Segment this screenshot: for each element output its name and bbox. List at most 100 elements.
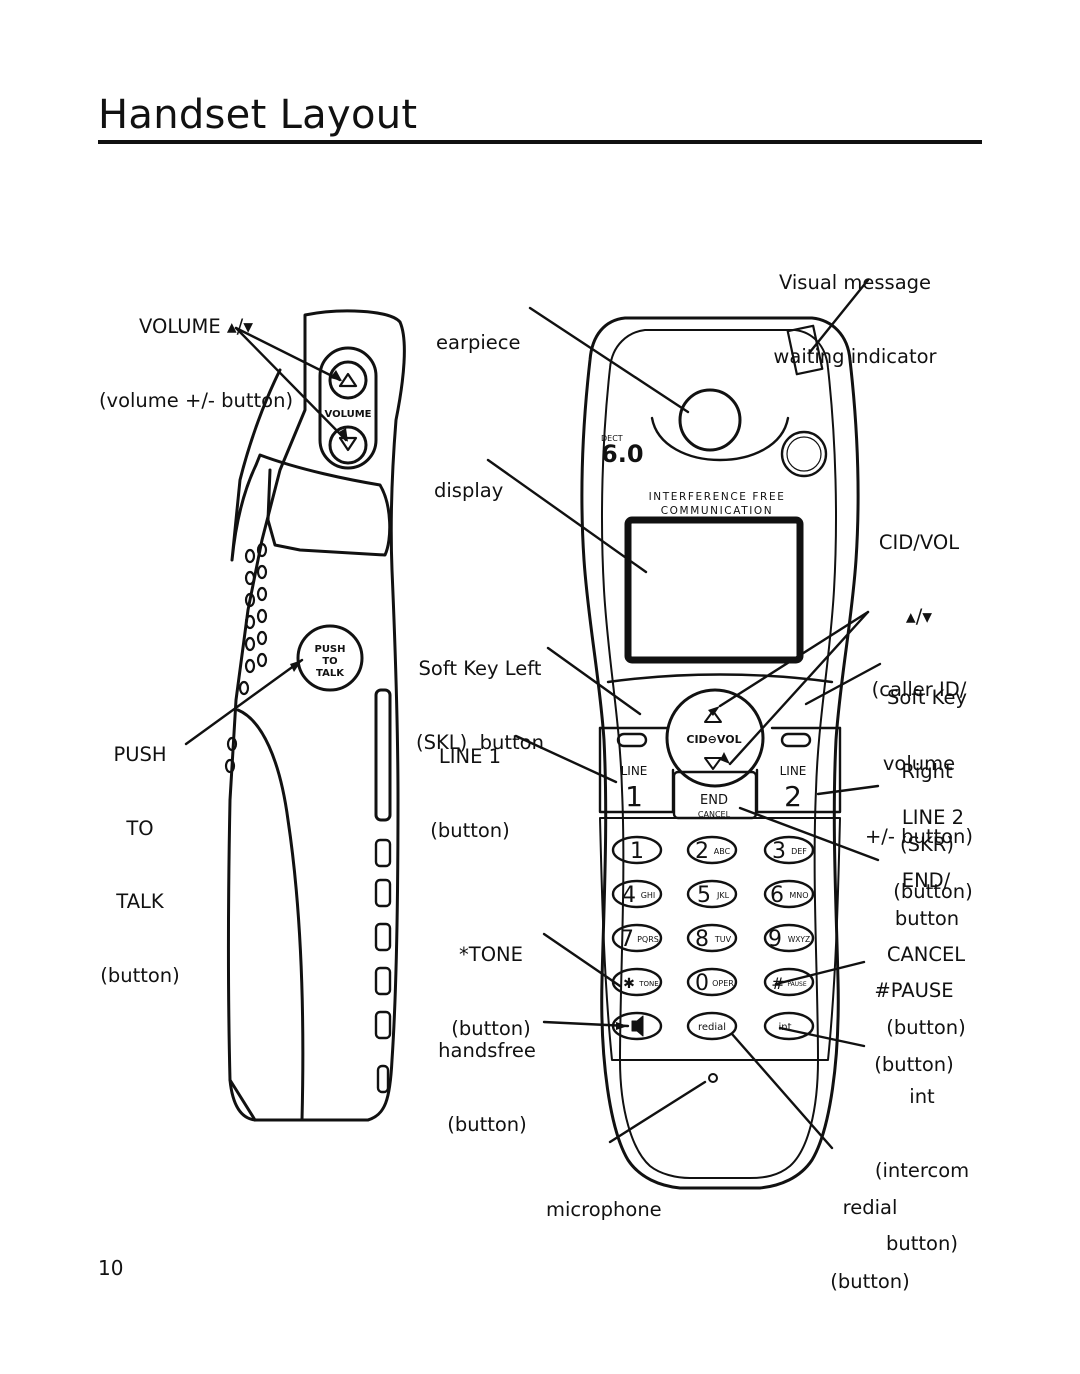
side-rail xyxy=(374,688,392,822)
volume-up-triangle xyxy=(338,372,358,388)
cidvol-label: CID/VOL ▴/▾ (caller ID/ volume +/- butto… xyxy=(858,482,980,874)
key-7-letters: PQRS xyxy=(637,935,659,944)
keypad-region xyxy=(599,817,841,1061)
upper-panel-line xyxy=(606,673,834,684)
volume-down-key xyxy=(328,425,368,465)
line2-label-line1: LINE 2 xyxy=(901,806,965,829)
skr-key xyxy=(780,732,812,748)
redial-label-line2: (button) xyxy=(830,1269,910,1293)
end-cancel-label: END/ CANCEL (button) xyxy=(876,820,976,1065)
key-2-digit: 2 xyxy=(695,839,709,864)
ptt-label-line4: (button) xyxy=(100,963,180,987)
earpiece-label: earpiece xyxy=(436,331,521,354)
line-right-num: 2 xyxy=(784,780,802,813)
ge-logo xyxy=(780,430,828,478)
skr-label-line1: Soft Key xyxy=(886,686,968,709)
nav-down-triangle xyxy=(704,757,722,770)
brand-line1: INTERFERENCE FREE xyxy=(649,491,786,503)
key-2-letters: ABC xyxy=(714,847,731,856)
pause-label-line1: #PAUSE xyxy=(874,979,954,1002)
end-text: END xyxy=(700,793,728,808)
key-8-digit: 8 xyxy=(695,927,709,952)
cancel-text: CANCEL xyxy=(698,810,731,819)
vmwi-label-line1: Visual message xyxy=(778,271,932,294)
page-title: Handset Layout xyxy=(98,92,418,138)
key-3-letters: DEF xyxy=(791,847,807,856)
key-int-text: int xyxy=(778,1022,791,1033)
cid-vol-text: CID⊖VOL xyxy=(686,733,741,746)
handsfree-label: handsfree (button) xyxy=(432,990,542,1162)
ptt-label-line3: TALK xyxy=(116,890,164,913)
front-inner-outline xyxy=(601,329,837,1179)
key-9-digit: 9 xyxy=(768,927,782,952)
side-belt-clip xyxy=(230,368,392,562)
volume-pod xyxy=(318,346,378,470)
key-1-digit: 1 xyxy=(630,839,644,864)
volume-up-key xyxy=(328,360,368,400)
skl-label-line1: Soft Key Left xyxy=(418,657,542,680)
cidvol-label-line1: CID/VOL xyxy=(878,531,960,554)
cidvol-label-line4: volume xyxy=(882,751,956,775)
earpiece xyxy=(678,388,742,452)
handsfree-icon xyxy=(631,1015,644,1037)
cidvol-label-line5: +/- button) xyxy=(864,825,974,848)
side-volume-text: VOLUME xyxy=(325,409,372,420)
ptt-text2: TO xyxy=(322,656,337,667)
skr-label-line4: button xyxy=(894,906,960,930)
skl-key xyxy=(616,732,648,748)
dect-text: DECT xyxy=(601,434,623,443)
brand-line2: COMMUNICATION xyxy=(661,505,773,517)
line2-label: LINE 2 (button) xyxy=(884,757,982,929)
line1-label: LINE 1 (button) xyxy=(424,696,516,868)
key-6-digit: 6 xyxy=(770,883,784,908)
speaker-holes xyxy=(224,542,268,774)
arrowheads xyxy=(290,370,730,1030)
ptt-button xyxy=(296,624,364,692)
pause-label-line2: (button) xyxy=(874,1052,954,1076)
vmwi-indicator xyxy=(786,324,824,376)
skr-label-line2: Right xyxy=(901,759,953,783)
side-grip-curve xyxy=(236,708,305,1122)
int-label-line2: (intercom xyxy=(874,1158,970,1182)
skr-label: Soft Key Right (SKR) button xyxy=(876,637,978,956)
ptt-text1: PUSH xyxy=(314,644,345,655)
key-star-symbol: ✱ xyxy=(623,976,635,992)
key-7-digit: 7 xyxy=(620,927,634,952)
handset-printed-text: DECT 6.0 INTERFERENCE FREE COMMUNICATION… xyxy=(314,409,810,1033)
side-view-handset xyxy=(227,309,406,1122)
ptt-text3: TALK xyxy=(316,668,345,679)
nav-key xyxy=(665,688,765,788)
side-volume-buttons xyxy=(318,346,378,470)
nav-up-triangle xyxy=(704,710,722,723)
key-5-letters: JKL xyxy=(716,891,730,900)
end-label-line2: CANCEL xyxy=(886,942,966,966)
microphone-hole xyxy=(708,1073,718,1083)
key-redial-text: redial xyxy=(698,1022,726,1033)
key-3-digit: 3 xyxy=(772,839,786,864)
key-8-letters: TUV xyxy=(714,935,732,944)
pause-label: #PAUSE (button) xyxy=(862,930,966,1102)
side-key-edges xyxy=(374,838,392,1094)
cidvol-label-line2: ▴/▾ xyxy=(905,604,933,628)
tone-label-line2: (button) xyxy=(451,1016,531,1040)
cidvol-label-line3: (caller ID/ xyxy=(871,678,967,701)
skl-label-line2: (SKL) button xyxy=(416,730,544,754)
volume-label-line1: VOLUME ▴/▾ xyxy=(138,315,253,338)
keypad xyxy=(611,835,815,1041)
ptt-label-line2: TO xyxy=(126,816,154,840)
int-label-line1: int xyxy=(909,1085,935,1108)
top-cap-arc xyxy=(650,416,790,462)
key-9-letters: WXYZ xyxy=(788,935,810,944)
side-lower-edge xyxy=(228,1078,257,1122)
key-6-letters: MNO xyxy=(789,891,808,900)
side-body-outline xyxy=(227,309,406,1122)
front-body-outline xyxy=(580,316,860,1190)
line-left-text: LINE xyxy=(621,764,648,778)
volume-down-triangle xyxy=(338,436,358,452)
int-label: int (intercom button) xyxy=(866,1036,978,1281)
end-label-line1: END/ xyxy=(901,869,951,892)
handsfree-label-line2: (button) xyxy=(447,1112,527,1136)
end-label-line3: (button) xyxy=(886,1016,966,1039)
front-view-handset xyxy=(580,316,860,1190)
key-4-letters: GHI xyxy=(641,891,656,900)
